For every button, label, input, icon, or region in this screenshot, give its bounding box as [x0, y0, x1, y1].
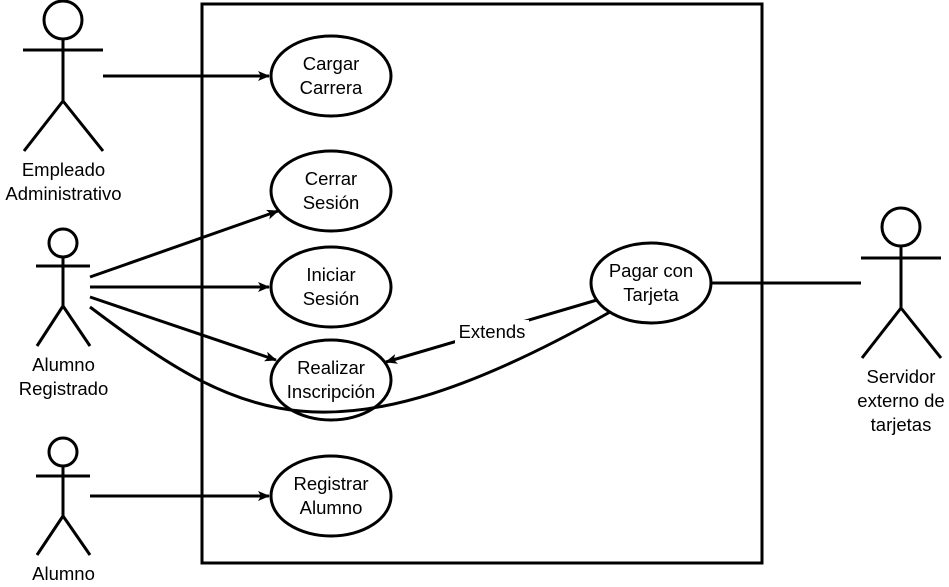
- actor-alumno-registrado-label: Alumno Registrado: [18, 354, 109, 399]
- extends-label: Extends: [458, 321, 526, 342]
- usecase-iniciar-sesion: [269, 245, 393, 329]
- usecase-registrar-alumno-label: Registrar Alumno: [293, 473, 369, 518]
- actor-servidor-label: Servidor externo de tarjetas: [857, 366, 945, 435]
- usecase-cerrar-sesion: [269, 149, 393, 233]
- assoc-alumno-reg-pagar: [89, 305, 611, 414]
- assoc-alumno-reg-cerrar: [89, 209, 279, 279]
- actor-alumno: [35, 436, 92, 556]
- usecase-cargar-carrera-label: Cargar Carrera: [299, 53, 363, 98]
- extends-label-bg: [455, 320, 529, 344]
- usecase-realizar-inscripcion: [269, 338, 393, 422]
- actor-empleado-label: Empleado Administrativo: [5, 159, 122, 204]
- usecase-realizar-inscripcion-label: Realizar Inscripción: [286, 357, 376, 402]
- usecase-pagar-tarjeta-label: Pagar con Tarjeta: [608, 260, 694, 305]
- assoc-alumno-reg-inscripcion: [89, 295, 277, 362]
- actor-alumno-label: Alumno: [32, 563, 95, 584]
- usecase-cerrar-sesion-label: Cerrar Sesión: [302, 168, 360, 213]
- actor-empleado-administrativo: [22, 0, 105, 152]
- usecase-cargar-carrera: [269, 34, 393, 118]
- usecase-iniciar-sesion-label: Iniciar Sesión: [302, 264, 360, 309]
- actor-servidor-externo: [860, 206, 943, 359]
- actor-alumno-registrado: [35, 227, 92, 347]
- usecase-registrar-alumno: [269, 454, 393, 538]
